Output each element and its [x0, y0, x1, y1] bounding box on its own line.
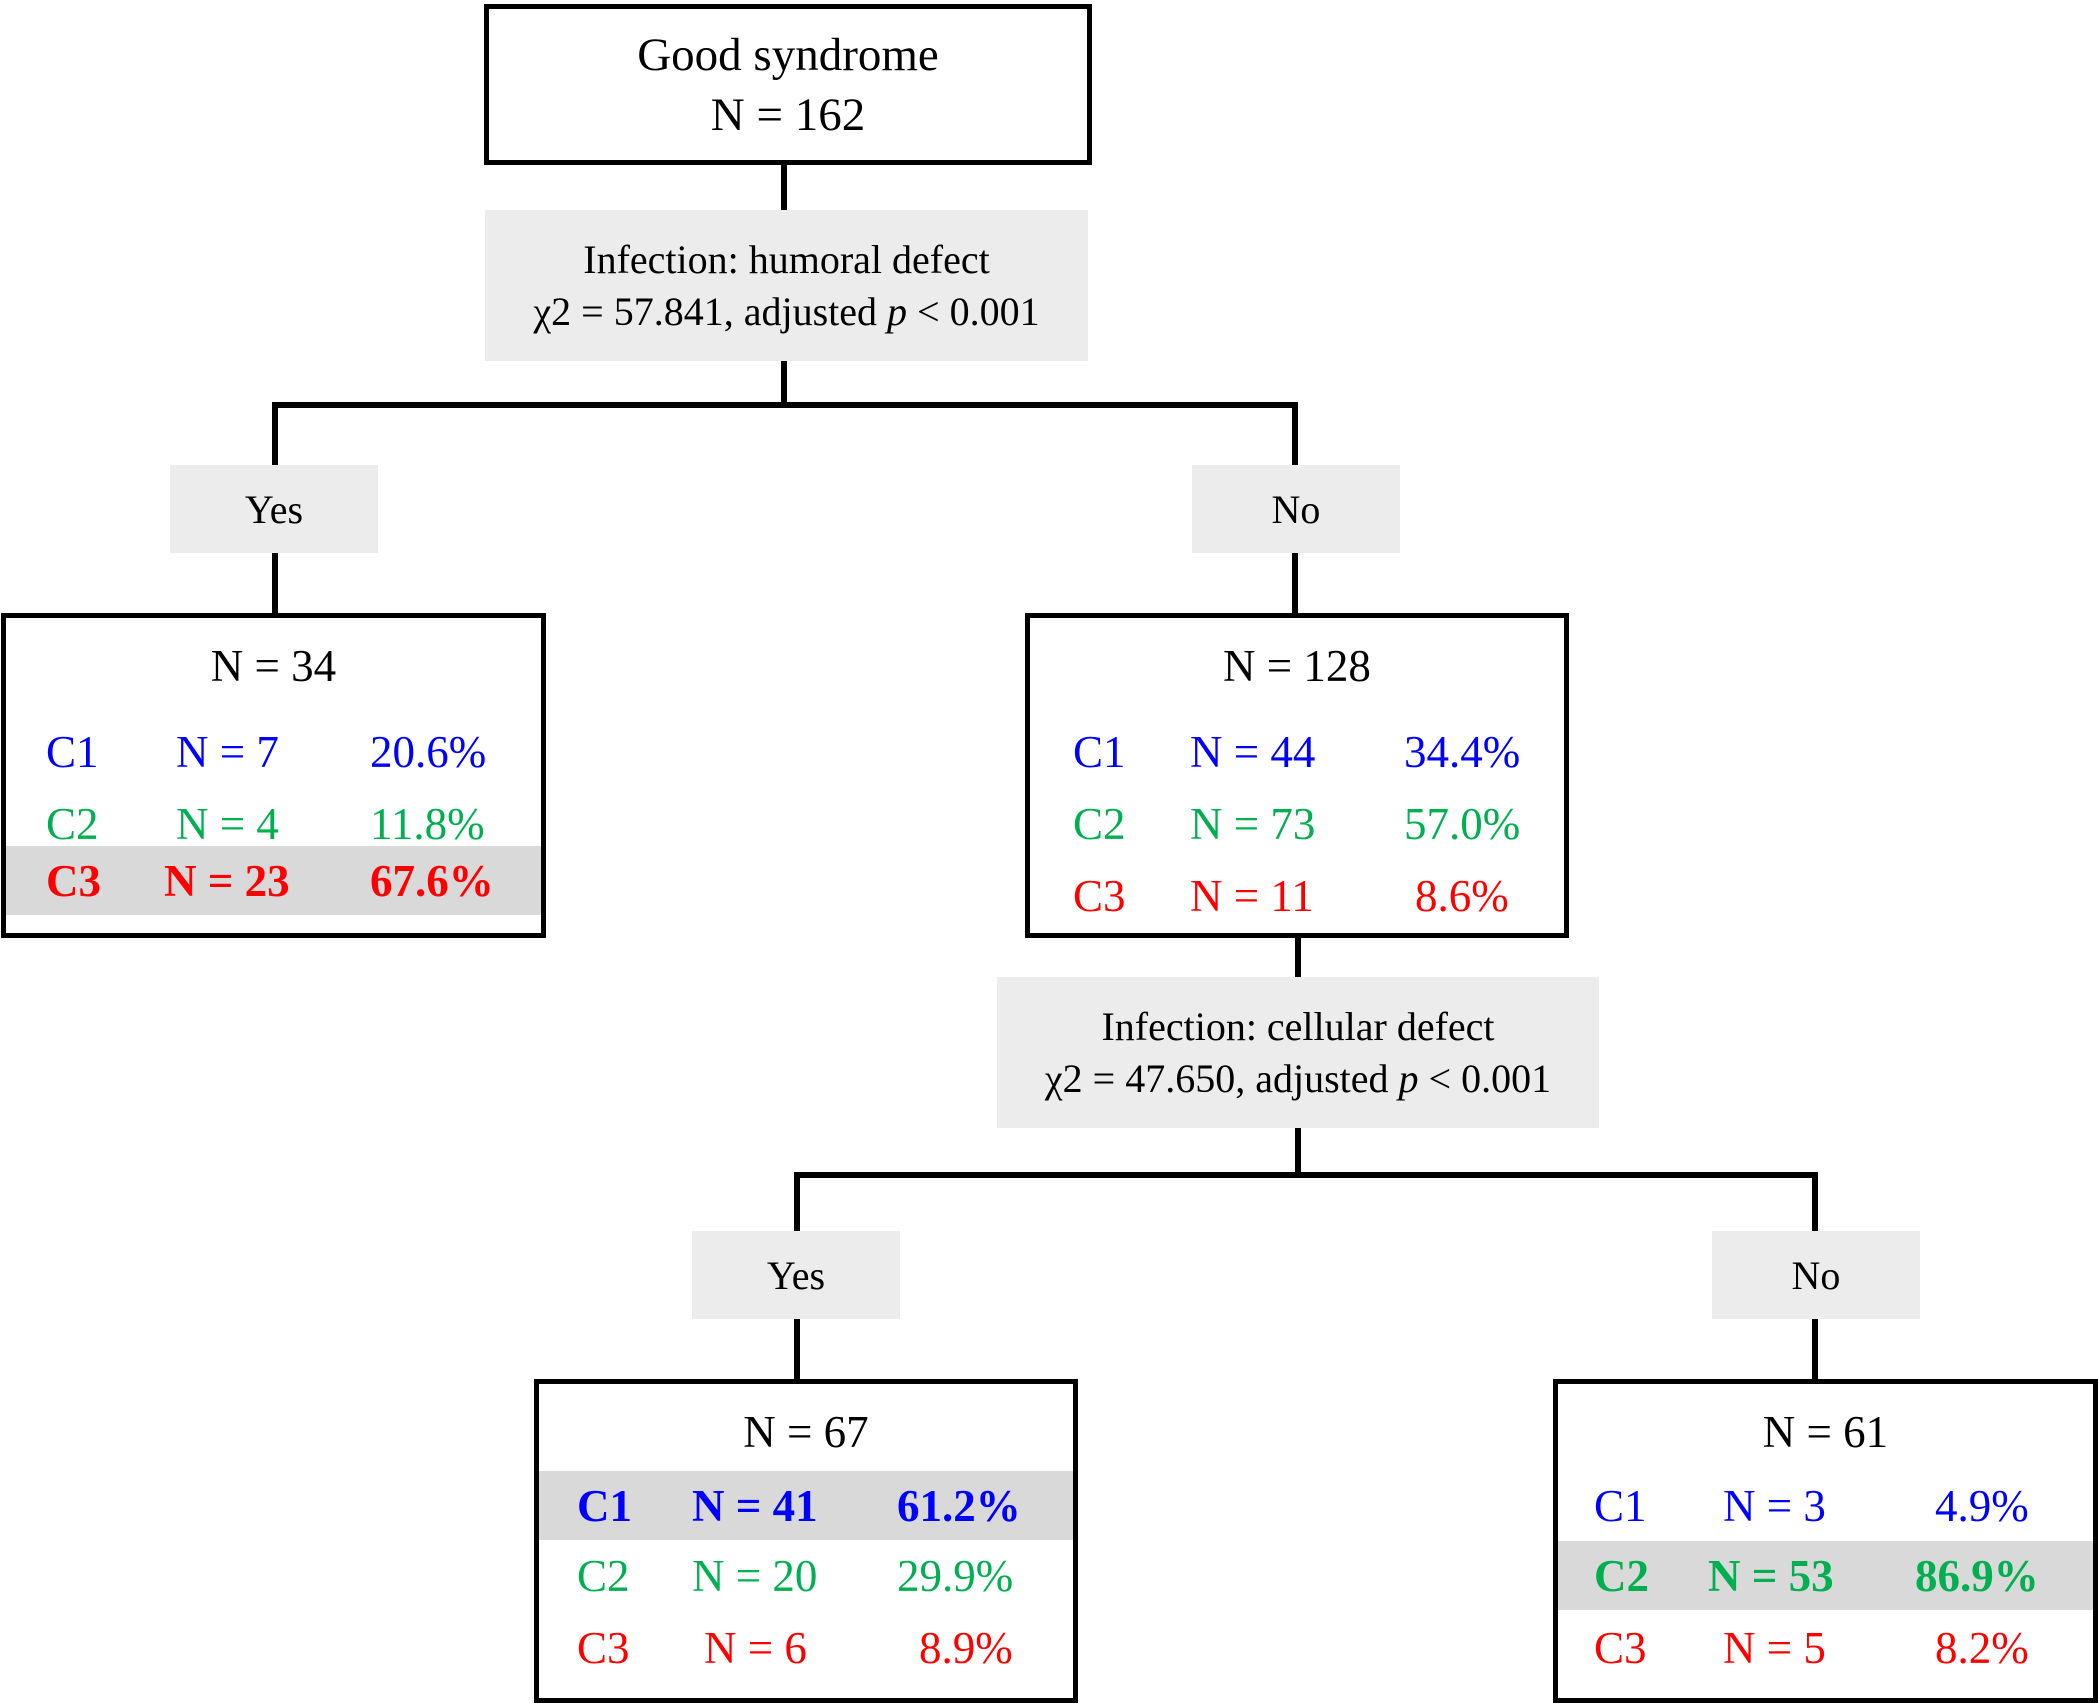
node-count: N = 34 [210, 641, 337, 691]
stat-prefix: χ2 = 47.650, adjusted [1044, 1055, 1399, 1101]
root-count: N = 162 [710, 88, 866, 141]
connector-no-right-node [1292, 553, 1298, 615]
cluster-label: C3 [1073, 870, 1126, 921]
split-statistic: χ2 = 57.841, adjusted p < 0.001 [533, 286, 1039, 338]
connector-split2-fork [1295, 1128, 1301, 1175]
stat-prefix: χ2 = 57.841, adjusted [533, 288, 888, 334]
stat-suffix: < 0.001 [907, 288, 1040, 334]
node-count: N = 61 [1762, 1407, 1889, 1457]
node-count: N = 67 [743, 1407, 869, 1457]
cluster-row-c1: C1 N = 3 4.9% [1558, 1471, 2093, 1540]
cluster-count: N = 4 [176, 798, 279, 849]
branch-label-no: No [1192, 465, 1400, 553]
connector-split1-fork [781, 361, 787, 405]
stat-suffix: < 0.001 [1418, 1055, 1552, 1101]
cluster-row-c2: C2 N = 4 11.8% [6, 789, 541, 858]
cluster-percent: 8.9% [919, 1622, 1013, 1673]
connector-no2-node [1812, 1319, 1818, 1381]
split-cellular-defect: Infection: cellular defect χ2 = 47.650, … [997, 977, 1599, 1128]
cluster-label: C1 [577, 1480, 632, 1531]
branch-no-text: No [1271, 486, 1321, 532]
node-count: N = 128 [1223, 641, 1371, 691]
branch-yes-text: Yes [766, 1252, 826, 1298]
cluster-percent: 11.8% [370, 798, 485, 849]
cluster-percent: 8.6% [1415, 870, 1509, 921]
connector-fork2-horizontal [794, 1172, 1818, 1178]
cluster-percent: 67.6% [370, 855, 494, 906]
cluster-label: C2 [1073, 798, 1126, 849]
cluster-count: N = 73 [1190, 798, 1316, 849]
node-cellular-no: N = 61 C1 N = 3 4.9% C2 N = 53 86.9% C3 … [1553, 1379, 2098, 1703]
cluster-row-c2: C2 N = 73 57.0% [1030, 789, 1564, 858]
p-symbol: p [1398, 1055, 1419, 1101]
cluster-row-c1: C1 N = 44 34.4% [1030, 717, 1564, 786]
node-humoral-no: N = 128 C1 N = 44 34.4% C2 N = 73 57.0% … [1025, 613, 1569, 938]
cluster-count: N = 5 [1723, 1622, 1826, 1673]
cluster-percent: 8.2% [1935, 1622, 2029, 1673]
cluster-count: N = 23 [164, 855, 290, 906]
cluster-count: N = 53 [1708, 1550, 1834, 1601]
cluster-count: N = 3 [1723, 1480, 1826, 1531]
cluster-label: C2 [46, 798, 99, 849]
split-humoral-defect: Infection: humoral defect χ2 = 57.841, a… [485, 210, 1088, 361]
connector-root-split1 [781, 165, 787, 210]
connector-fork1-no [1292, 402, 1298, 465]
connector-fork2-no [1812, 1172, 1818, 1231]
branch-label-yes: Yes [170, 465, 378, 553]
cluster-row-c3: C3 N = 5 8.2% [1558, 1613, 2093, 1682]
branch-yes-text: Yes [244, 486, 304, 532]
split-variable: Infection: cellular defect [1101, 1003, 1495, 1049]
cluster-count: N = 11 [1190, 870, 1314, 921]
connector-right-node-split2 [1295, 935, 1301, 977]
connector-yes2-node [794, 1319, 800, 1381]
cluster-label: C2 [577, 1550, 630, 1601]
cluster-percent: 4.9% [1935, 1480, 2029, 1531]
cluster-row-c2: C2 N = 20 29.9% [539, 1541, 1073, 1610]
cluster-row-c1: C1 N = 41 61.2% [539, 1471, 1073, 1540]
cluster-row-c1: C1 N = 7 20.6% [6, 717, 541, 786]
split-statistic: χ2 = 47.650, adjusted p < 0.001 [1045, 1053, 1551, 1105]
cluster-row-c2: C2 N = 53 86.9% [1558, 1541, 2093, 1610]
cluster-label: C3 [1594, 1622, 1647, 1673]
node-humoral-yes: N = 34 C1 N = 7 20.6% C2 N = 4 11.8% C3 … [1, 613, 546, 938]
root-node: Good syndrome N = 162 [484, 4, 1092, 165]
cluster-percent: 57.0% [1404, 798, 1521, 849]
p-symbol: p [887, 288, 908, 334]
cluster-percent: 34.4% [1404, 726, 1521, 777]
cluster-count: N = 20 [692, 1550, 818, 1601]
node-cellular-yes: N = 67 C1 N = 41 61.2% C2 N = 20 29.9% C… [534, 1379, 1078, 1703]
cluster-count: N = 44 [1190, 726, 1316, 777]
cluster-label: C3 [46, 855, 101, 906]
connector-fork1-yes [272, 402, 278, 465]
cluster-row-c3: C3 N = 23 67.6% [6, 846, 541, 915]
cluster-count: N = 41 [692, 1480, 818, 1531]
cluster-label: C2 [1594, 1550, 1649, 1601]
cluster-label: C3 [577, 1622, 630, 1673]
cluster-percent: 29.9% [897, 1550, 1014, 1601]
cluster-row-c3: C3 N = 11 8.6% [1030, 861, 1564, 930]
cluster-percent: 61.2% [897, 1480, 1021, 1531]
cluster-percent: 20.6% [370, 726, 487, 777]
connector-yes-left-node [272, 553, 278, 615]
cluster-label: C1 [1594, 1480, 1647, 1531]
split-variable: Infection: humoral defect [583, 236, 990, 282]
cluster-count: N = 6 [704, 1622, 807, 1673]
cluster-count: N = 7 [176, 726, 279, 777]
cluster-percent: 86.9% [1915, 1550, 2039, 1601]
cluster-label: C1 [46, 726, 99, 777]
root-title: Good syndrome [637, 28, 939, 81]
connector-fork2-yes [794, 1172, 800, 1231]
branch-label-no-2: No [1712, 1231, 1920, 1319]
branch-label-yes-2: Yes [692, 1231, 900, 1319]
branch-no-text: No [1791, 1252, 1841, 1298]
connector-fork1-horizontal [272, 402, 1298, 408]
cluster-label: C1 [1073, 726, 1126, 777]
cluster-row-c3: C3 N = 6 8.9% [539, 1613, 1073, 1682]
